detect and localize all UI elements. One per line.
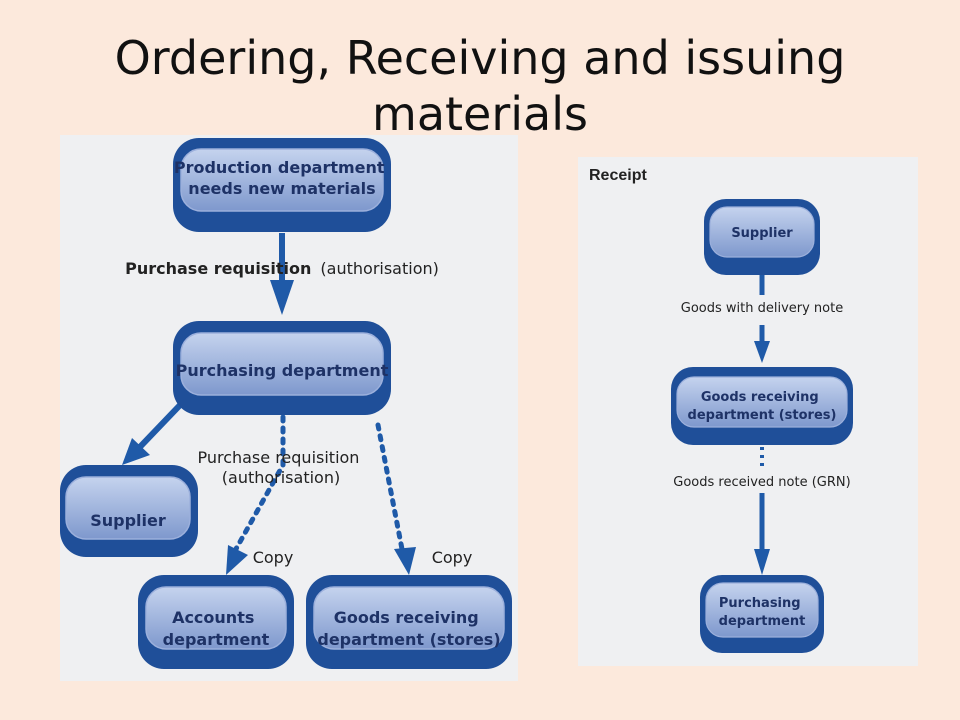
arrowhead bbox=[394, 547, 416, 575]
label-purchase-requisition-1: Purchase requisition (authorisation) bbox=[125, 259, 439, 278]
node-production-department: Production department needs new material… bbox=[173, 138, 391, 232]
arrowhead bbox=[754, 549, 770, 575]
label-goods-received-note: Goods received note (GRN) bbox=[673, 475, 850, 490]
node-purchasing-department: Purchasing department bbox=[173, 321, 391, 415]
label-goods-with-delivery-note: Goods with delivery note bbox=[681, 301, 843, 316]
node-production-label: Production department needs new material… bbox=[174, 158, 390, 198]
slide-title: Ordering, Receiving and issuing material… bbox=[114, 31, 846, 141]
receipt-diagram-canvas: Receipt Supplier Goods receiving depa bbox=[589, 167, 853, 653]
label-copy-right: Copy bbox=[432, 548, 473, 567]
label-copy-left: Copy bbox=[253, 548, 294, 567]
receipt-node-purchasing-label: Purchasing department bbox=[719, 596, 806, 629]
ordering-diagram: Production department needs new material… bbox=[60, 135, 518, 681]
receipt-node-supplier-label: Supplier bbox=[731, 226, 793, 241]
receipt-node-goods-receiving: Goods receiving department (stores) bbox=[671, 367, 853, 445]
label-purchase-requisition-2: Purchase requisition (authorisation) bbox=[197, 448, 364, 487]
node-supplier-label: Supplier bbox=[90, 511, 166, 530]
receipt-heading: Receipt bbox=[589, 167, 647, 184]
receipt-node-supplier: Supplier bbox=[704, 199, 820, 275]
edge-purchasing-to-supplier bbox=[122, 400, 185, 465]
edge-production-to-purchasing bbox=[270, 233, 294, 315]
receipt-diagram: Receipt Supplier Goods receiving depa bbox=[578, 157, 918, 666]
node-purchasing-label: Purchasing department bbox=[176, 361, 389, 380]
node-accounts-department: Accounts department bbox=[138, 575, 294, 669]
node-supplier: Supplier bbox=[60, 465, 198, 557]
ordering-diagram-canvas: Production department needs new material… bbox=[60, 138, 512, 669]
receipt-node-purchasing: Purchasing department bbox=[700, 575, 824, 653]
node-goods-receiving-label: Goods receiving department (stores) bbox=[317, 608, 500, 649]
arrowhead bbox=[270, 280, 294, 315]
receipt-node-goods-receiving-label: Goods receiving department (stores) bbox=[688, 390, 837, 423]
node-goods-receiving-department: Goods receiving department (stores) bbox=[306, 575, 512, 669]
edge-purchasing-to-goods-receiving bbox=[375, 422, 416, 575]
edge-purchasing-to-accounts bbox=[226, 414, 286, 575]
arrowhead bbox=[754, 341, 770, 363]
edge-goods-receiving-to-purchasing bbox=[754, 447, 770, 575]
edge-supplier-to-goods-receiving bbox=[754, 275, 770, 363]
node-accounts-label: Accounts department bbox=[163, 608, 270, 649]
arrowhead bbox=[122, 438, 150, 465]
arrowhead bbox=[226, 545, 248, 575]
